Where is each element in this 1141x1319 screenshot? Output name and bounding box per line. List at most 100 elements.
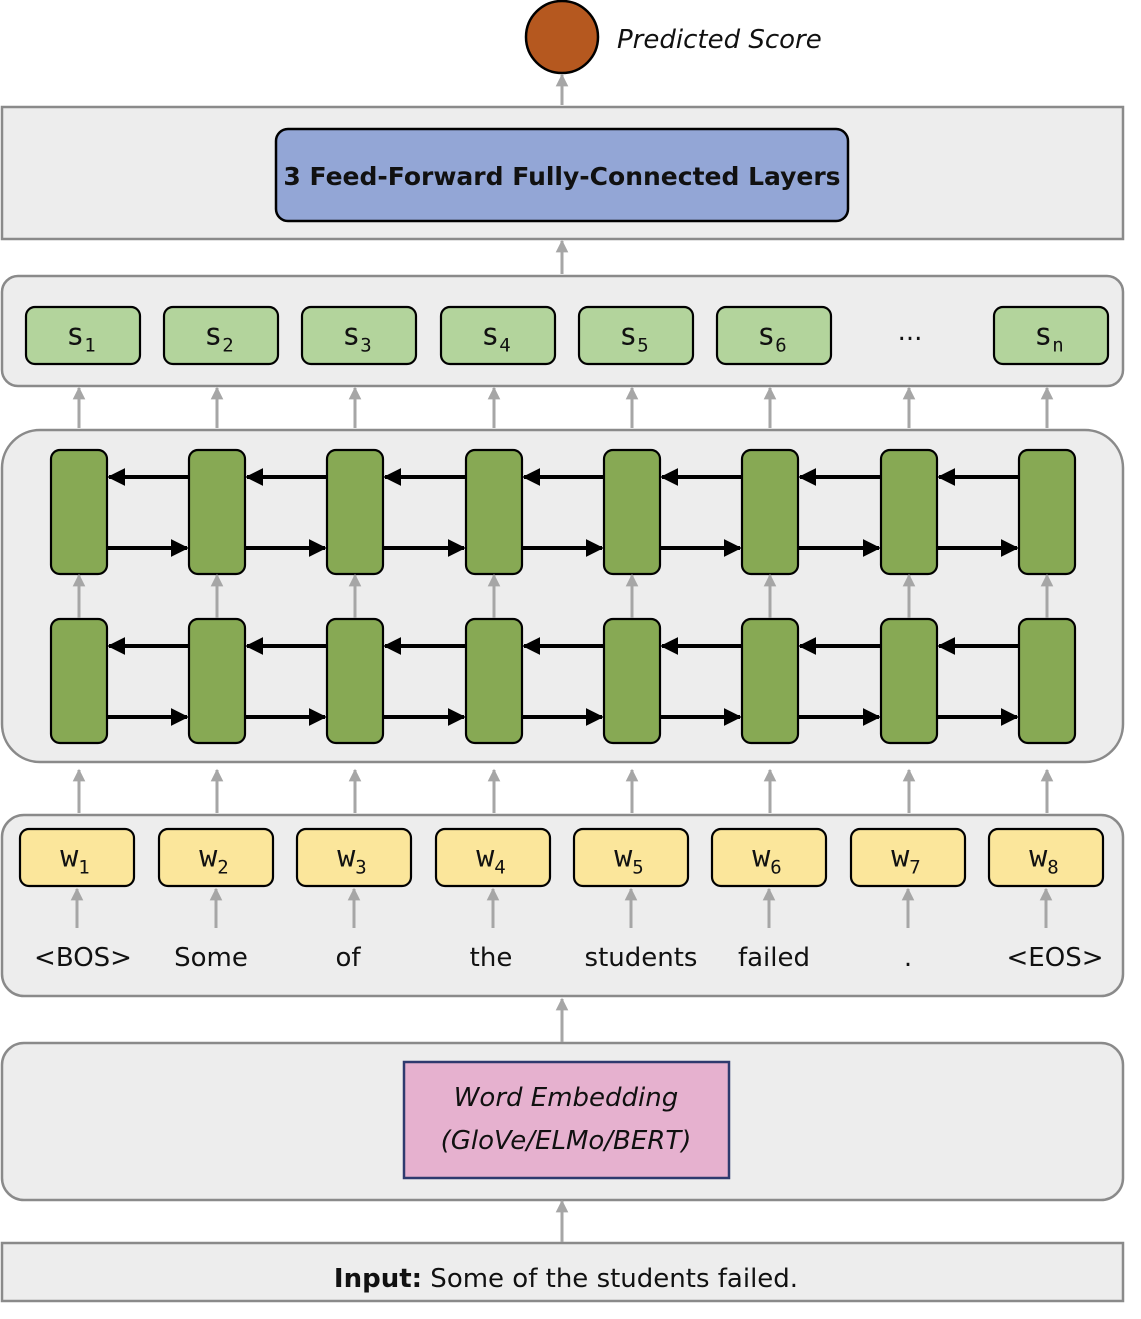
token-4: the: [470, 943, 513, 973]
bilstm-panel: [0, 428, 1125, 764]
input-bar: [0, 1241, 1125, 1303]
word-vector-6: w6: [710, 827, 828, 888]
word-vector-6-base: w: [752, 840, 771, 875]
word-vector-3-box: [295, 827, 413, 888]
token-2: Some: [174, 943, 248, 973]
word-embedding-block: [402, 1060, 731, 1180]
token-7: .: [904, 943, 912, 973]
lstm-cell-l2-3: [325, 617, 385, 745]
lstm-cell-l1-2: [187, 448, 247, 576]
token-8: <EOS>: [1007, 943, 1104, 973]
state-3-base: s: [342, 318, 360, 353]
word-vector-1-base: w: [60, 840, 79, 875]
state-4-label: s4: [481, 318, 511, 357]
state-n-subscript: n: [1052, 335, 1063, 357]
predicted-score-node: [524, 0, 600, 75]
word-vector-4-base: w: [476, 840, 495, 875]
state-4-subscript: 4: [499, 335, 510, 357]
lstm-cell-l2-4: [464, 617, 524, 745]
word-vector-5-subscript: 5: [632, 857, 643, 879]
state-3-subscript: 3: [360, 335, 371, 357]
token-1: <BOS>: [34, 943, 132, 973]
word-vector-8-box: [987, 827, 1105, 888]
state-1: s1: [24, 305, 142, 366]
word-vector-1: w1: [18, 827, 136, 888]
state-n-base: s: [1034, 318, 1052, 353]
word-embedding-title: Word Embedding: [454, 1083, 679, 1113]
lstm-cell-l1-5: [602, 448, 662, 576]
word-vector-7-box: [849, 827, 967, 888]
lstm-cell-l2-5: [602, 617, 662, 745]
ffn-block: [274, 127, 850, 223]
lstm-cell-l2-2: [187, 617, 247, 745]
state-6-box: [715, 305, 833, 366]
word-vector-7: w7: [849, 827, 967, 888]
state-2: s2: [162, 305, 280, 366]
state-5-box: [577, 305, 695, 366]
lstm-cell-l2-8: [1017, 617, 1077, 745]
state-1-box: [24, 305, 142, 366]
state-4: s4: [439, 305, 557, 366]
state-1-base: s: [66, 318, 84, 353]
input-prefix: Input:: [334, 1264, 422, 1294]
word-vector-5-box: [572, 827, 690, 888]
word-vector-8-subscript: 8: [1047, 857, 1058, 879]
word-vector-6-label: w6: [752, 840, 782, 879]
token-3: of: [335, 943, 361, 973]
bilstm-layers: [49, 386, 1077, 813]
word-vector-1-subscript: 1: [78, 857, 89, 879]
state-2-box: [162, 305, 280, 366]
word-vector-5-label: w5: [614, 840, 644, 879]
state-5-label: s5: [619, 318, 649, 357]
word-vector-5: w5: [572, 827, 690, 888]
input-text: Some of the students failed.: [422, 1264, 798, 1294]
state-1-subscript: 1: [84, 335, 95, 357]
predicted-score-label: Predicted Score: [617, 25, 822, 55]
lstm-cell-l1-7: [879, 448, 939, 576]
word-vector-1-label: w1: [60, 840, 90, 879]
lstm-cell-l2-1: [49, 617, 109, 745]
lstm-cell-l2-7: [879, 617, 939, 745]
state-n-box: [992, 305, 1110, 366]
state-5-subscript: 5: [637, 335, 648, 357]
state-2-base: s: [204, 318, 222, 353]
token-6: failed: [738, 943, 810, 973]
lstm-cell-l1-3: [325, 448, 385, 576]
state-5: s5: [577, 305, 695, 366]
ffn-label: 3 Feed-Forward Fully-Connected Layers: [283, 162, 840, 191]
state-2-subscript: 2: [222, 335, 233, 357]
token-5: students: [585, 943, 698, 973]
state-1-label: s1: [66, 318, 96, 357]
word-vector-3: w3: [295, 827, 413, 888]
word-vector-3-subscript: 3: [355, 857, 366, 879]
word-embedding-models: (GloVe/ELMo/BERT): [441, 1126, 692, 1156]
input-sentence: Input: Some of the students failed.: [334, 1264, 798, 1294]
lstm-cell-l1-4: [464, 448, 524, 576]
state-5-base: s: [619, 318, 637, 353]
token-row: <BOS> Some of the students failed. <EOS>: [34, 943, 1103, 973]
word-vector-2-box: [157, 827, 275, 888]
lstm-cell-l1-1: [49, 448, 109, 576]
state-n-label: sn: [1034, 318, 1064, 357]
state-3-label: s3: [342, 318, 372, 357]
state-n: sn: [992, 305, 1110, 366]
word-vector-8: w8: [987, 827, 1105, 888]
lstm-cell-l2-6: [740, 617, 800, 745]
token-panel: [0, 813, 1125, 998]
state-6-subscript: 6: [775, 335, 786, 357]
state-2-label: s2: [204, 318, 234, 357]
word-vector-7-base: w: [891, 840, 910, 875]
word-vector-6-box: [710, 827, 828, 888]
word-vector-1-box: [18, 827, 136, 888]
lstm-cell-l1-8: [1017, 448, 1077, 576]
word-vector-2-base: w: [199, 840, 218, 875]
word-vector-7-subscript: 7: [909, 857, 920, 879]
state-6: s6: [715, 305, 833, 366]
word-vector-2-label: w2: [199, 840, 229, 879]
state-4-base: s: [481, 318, 499, 353]
word-vector-4-label: w4: [476, 840, 506, 879]
word-vector-3-base: w: [337, 840, 356, 875]
